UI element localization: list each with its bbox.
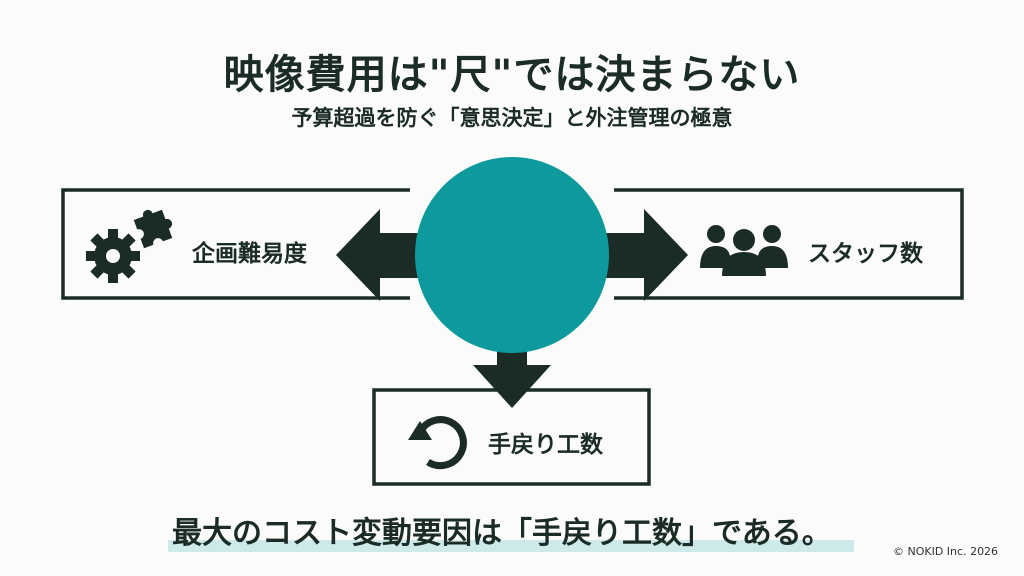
- gear-puzzle-icon: [86, 209, 173, 283]
- arrow-down: [473, 340, 551, 408]
- arrow-left: [336, 209, 420, 301]
- conclusion-text: 最大のコスト変動要因は「手戻り工数」である。: [172, 516, 832, 551]
- factor-label-rework-hours: 手戻り工数: [488, 432, 603, 458]
- factor-label-planning-difficulty: 企画難易度: [192, 241, 307, 267]
- people-group-icon: [700, 225, 788, 276]
- conclusion-highlight: [168, 540, 854, 552]
- slide-subtitle: 予算超過を防ぐ「意思決定」と外注管理の極意: [291, 106, 733, 130]
- factor-label-staff-count: スタッフ数: [808, 241, 923, 267]
- slide-title: 映像費用は"尺"では決まらない: [223, 52, 801, 98]
- arrow-right: [604, 209, 688, 301]
- refresh-cycle-icon: [408, 416, 467, 470]
- copyright: © NOKID Inc. 2026: [893, 545, 999, 558]
- center-circle: [415, 157, 609, 353]
